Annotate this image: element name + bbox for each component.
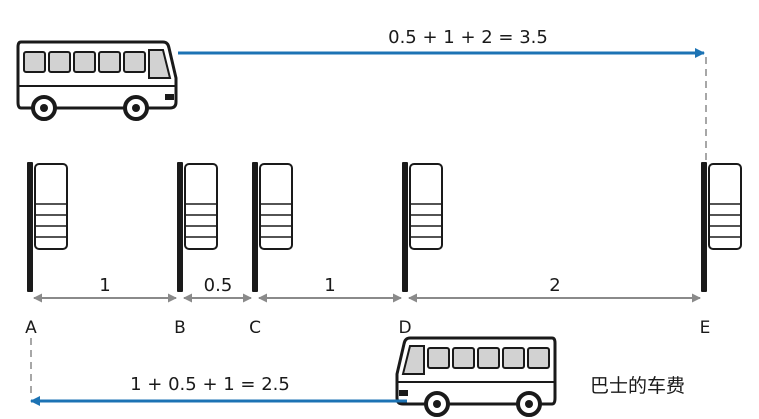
stop-label-b: B: [174, 318, 186, 338]
stops-group: [26, 161, 742, 293]
distance-label-bc: 0.5: [204, 275, 233, 296]
bus-top-icon: [16, 40, 178, 121]
bus-stop-icon: [251, 161, 293, 293]
top-formula: 0.5 + 1 + 2 = 3.5: [388, 27, 548, 48]
distance-label-de: 2: [549, 275, 560, 296]
caption: 巴士的车费: [590, 375, 685, 397]
stop-label-a: A: [25, 318, 37, 338]
bus-stop-icon: [26, 161, 68, 293]
bus-stop-icon: [700, 161, 742, 293]
bus-bottom-icon: [395, 336, 557, 417]
bus-stop-icon: [401, 161, 443, 293]
distance-label-ab: 1: [99, 275, 110, 296]
stop-label-d: D: [398, 318, 411, 338]
bottom-formula: 1 + 0.5 + 1 = 2.5: [130, 374, 290, 395]
stop-label-e: E: [700, 318, 711, 338]
distance-label-cd: 1: [324, 275, 335, 296]
bus-stop-icon: [176, 161, 218, 293]
stop-label-c: C: [249, 318, 261, 338]
